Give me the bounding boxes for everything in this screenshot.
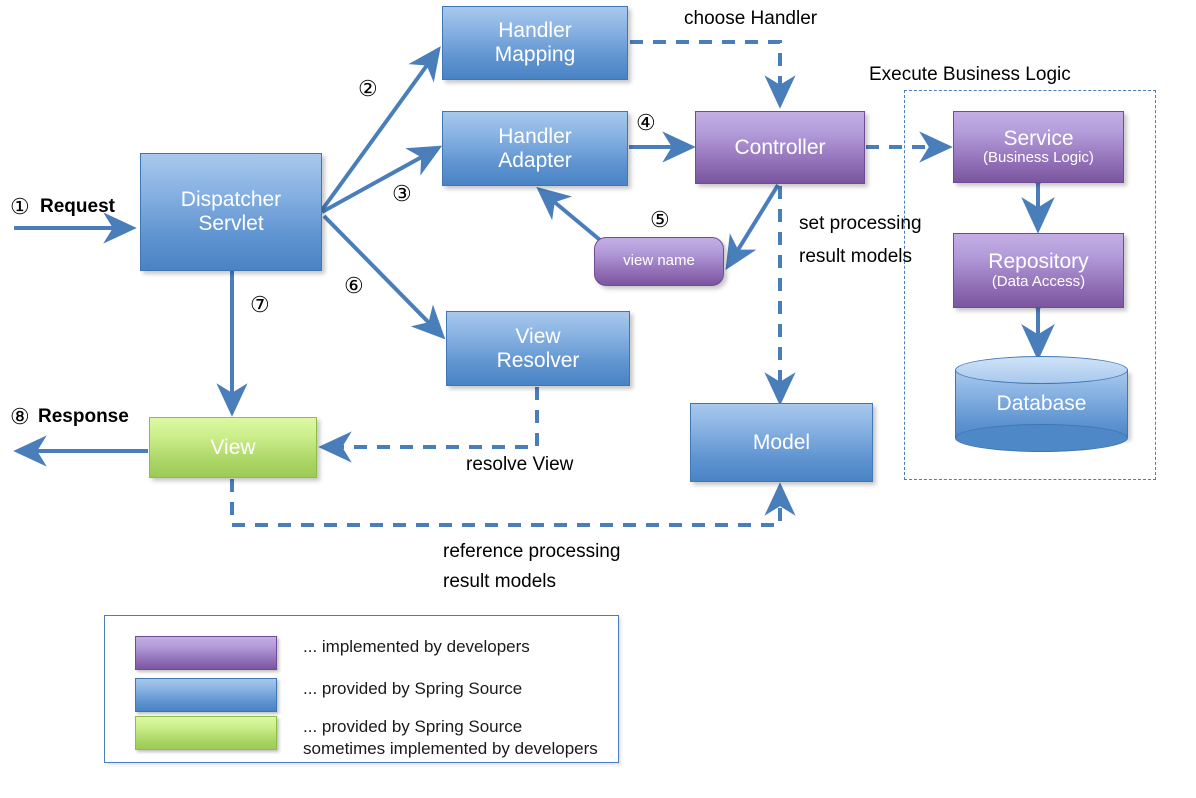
node-view[interactable]: View [149, 417, 317, 478]
step-number-3: ③ [392, 181, 412, 206]
database-label-wrap: Database [955, 356, 1128, 452]
node-view-resolver[interactable]: View Resolver [446, 311, 630, 386]
dashed-choose-handler [630, 40, 796, 109]
node-database[interactable]: Database [955, 356, 1128, 452]
legend-swatch-purple [135, 636, 277, 670]
legend-label-2: ... provided by Spring Source sometimes … [303, 717, 598, 758]
node-view-name[interactable]: view name [594, 237, 724, 286]
node-repository[interactable]: Repository (Data Access) [953, 233, 1124, 308]
service-line2: (Business Logic) [983, 149, 1094, 167]
step-number-4: ④ [636, 110, 656, 135]
handler-mapping-line1: Handler [498, 19, 572, 43]
legend-label-1: ... provided by Spring Source [303, 679, 523, 698]
arrow-6-view-resolver [322, 214, 446, 340]
dispatcher-servlet-line1: Dispatcher [180, 188, 282, 212]
view-label: View [210, 435, 256, 459]
dispatcher-servlet-line2: Servlet [198, 212, 264, 235]
database-bottom-ellipse [955, 424, 1128, 452]
node-model[interactable]: Model [690, 403, 873, 482]
view-name-label: view name [623, 252, 695, 270]
service-line1: Service [1003, 126, 1074, 150]
step-number-1: ① [10, 194, 30, 219]
step-number-2: ② [358, 76, 378, 101]
legend-item-0: ... implemented by developers [135, 636, 530, 670]
arrow-3-handler-adapter [321, 145, 443, 214]
legend-item-2: ... provided by Spring Source sometimes … [135, 716, 598, 760]
controller-label: Controller [734, 135, 826, 159]
step-number-5: ⑤ [650, 207, 670, 232]
label-reference-processing-l2: result models [443, 571, 556, 592]
label-response: Response [38, 406, 129, 427]
database-label: Database [996, 392, 1087, 415]
business-logic-group [904, 90, 1156, 480]
arrow-2-handler-mapping [320, 46, 441, 212]
dashed-resolve-view [318, 387, 539, 463]
dashed-reference-models [230, 479, 796, 527]
model-label: Model [752, 430, 811, 454]
legend-label-0: ... implemented by developers [303, 637, 530, 656]
label-resolve-view: resolve View [466, 454, 574, 475]
handler-adapter-line1: Handler [498, 124, 572, 148]
legend-item-1: ... provided by Spring Source [135, 678, 522, 712]
repository-line1: Repository [988, 250, 1089, 274]
legend-panel: ... implemented by developers ... provid… [104, 615, 619, 763]
label-reference-processing-l1: reference processing [443, 541, 621, 562]
label-choose-handler: choose Handler [684, 8, 818, 29]
arrow-view-name-to-handler-adapter [536, 186, 602, 242]
label-set-processing-l2: result models [799, 246, 912, 267]
view-resolver-line2: Resolver [496, 348, 580, 372]
node-handler-mapping[interactable]: Handler Mapping [442, 6, 628, 80]
handler-adapter-line2: Adapter [498, 148, 572, 172]
handler-mapping-line2: Mapping [494, 43, 576, 66]
legend-swatch-green [135, 716, 277, 750]
step-number-6: ⑥ [344, 273, 364, 298]
step-number-7: ⑦ [250, 292, 270, 317]
label-request: Request [40, 196, 115, 217]
node-service[interactable]: Service (Business Logic) [953, 111, 1124, 183]
view-resolver-line1: View [515, 324, 561, 348]
step-number-8: ⑧ [10, 404, 30, 429]
node-dispatcher-servlet[interactable]: Dispatcher Servlet [140, 153, 322, 271]
node-handler-adapter[interactable]: Handler Adapter [442, 111, 628, 186]
database-top-ellipse [955, 356, 1128, 384]
business-logic-group-label: Execute Business Logic [869, 64, 1071, 85]
legend-swatch-blue [135, 678, 277, 712]
label-set-processing-l1: set processing [799, 213, 922, 234]
node-controller[interactable]: Controller [695, 111, 865, 184]
repository-line2: (Data Access) [991, 272, 1086, 290]
arrow-5-view-name [725, 183, 780, 271]
